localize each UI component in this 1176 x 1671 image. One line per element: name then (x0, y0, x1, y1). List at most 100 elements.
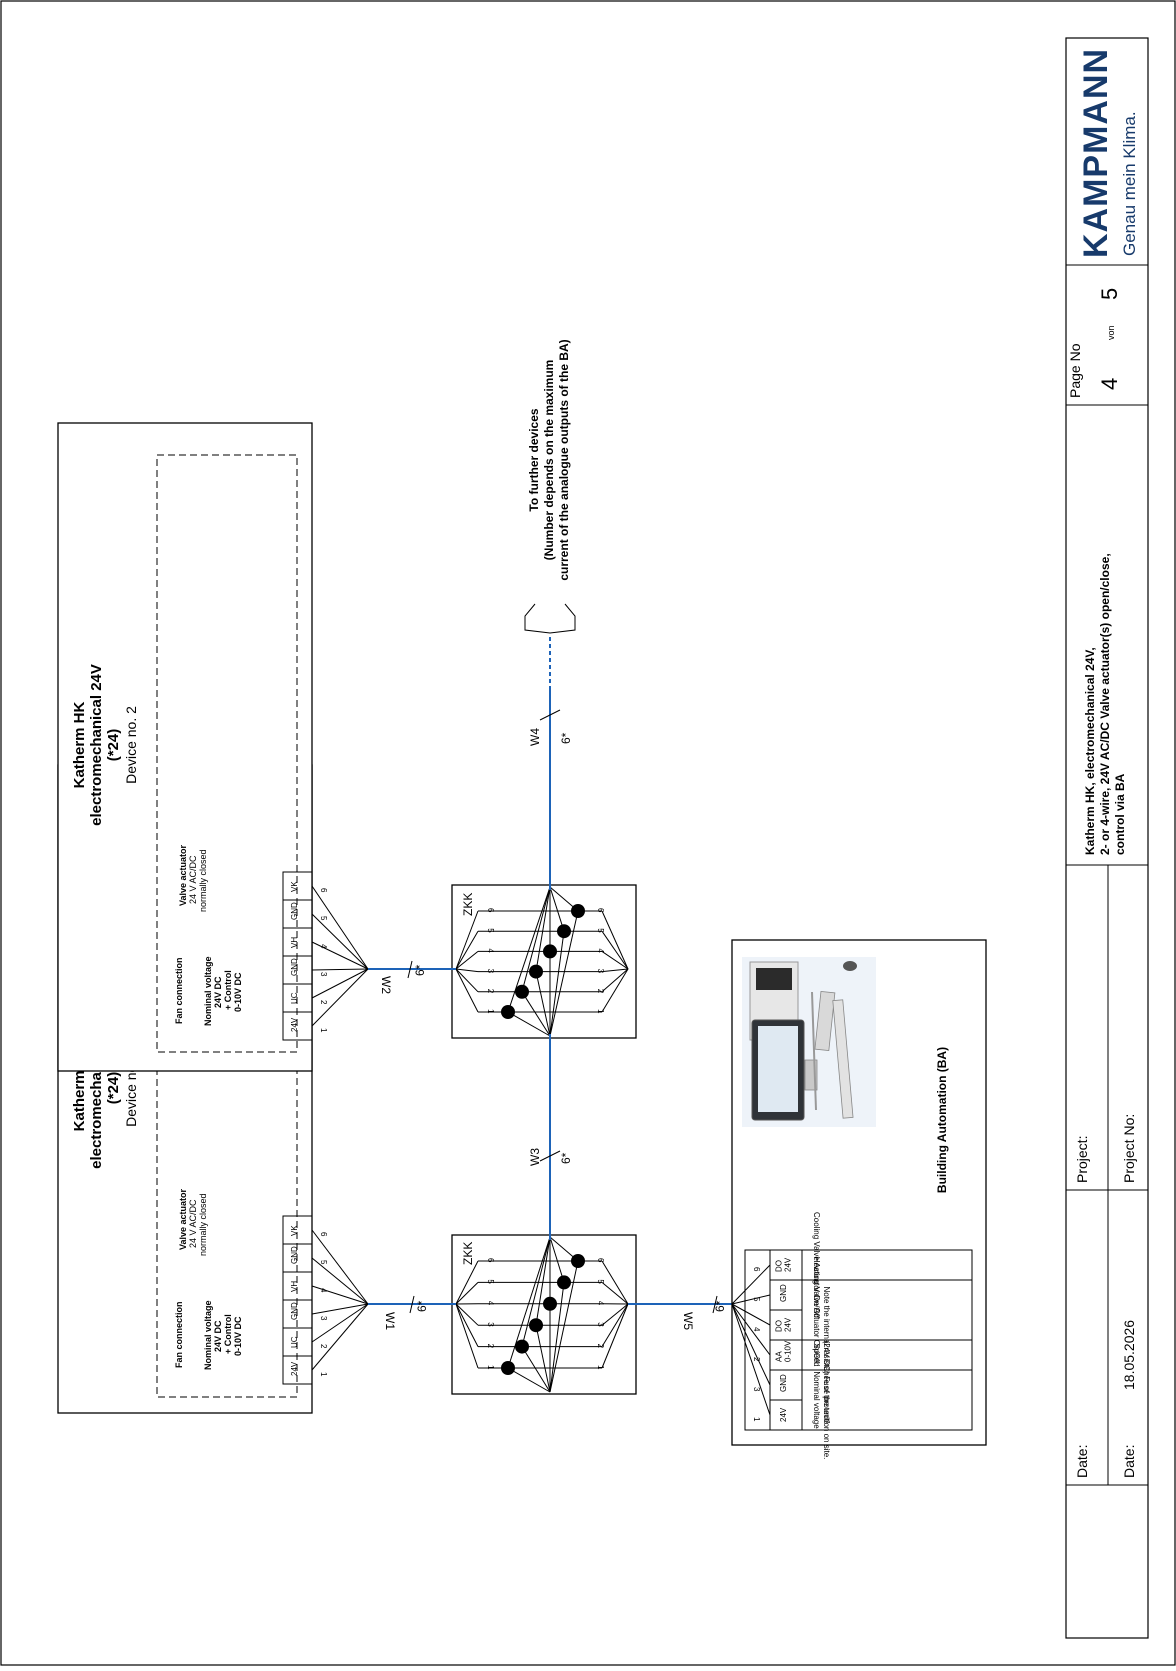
ba-terminal-label: GND (779, 1374, 788, 1392)
device-2-terminal-number: 1 (319, 1028, 328, 1033)
ba-terminal-number: 1 (752, 1417, 761, 1422)
device-2-title-2: electromechanical 24V (88, 664, 105, 826)
w5-label: W5 (681, 1312, 695, 1330)
device-2-conductor (312, 886, 368, 969)
zkk-2-label: ZKK (461, 893, 475, 916)
w4-label: W4 (528, 728, 542, 746)
device-2-conductor (312, 914, 368, 969)
zkk-2-junction-dot (515, 985, 529, 999)
further-devices-line-2: (Number depends on the maximum (542, 360, 556, 561)
zkk-2-row-number-right: 2 (596, 989, 605, 994)
device-2-conductor (312, 942, 368, 969)
zkk-1-row-number: 5 (486, 1279, 495, 1284)
device-1-conductor (312, 1286, 368, 1304)
device-2-valve-voltage: 24 V AC/DC (188, 855, 198, 904)
zkk-2-row-number-right: 5 (596, 928, 605, 933)
zkk-1-row-number-right: 5 (596, 1279, 605, 1284)
w3-cores: 6* (559, 1152, 573, 1164)
ba-terminal-label: GND (779, 1284, 788, 1302)
kampmann-logo: KAMPMANN Genau mein Klima. (1077, 48, 1139, 258)
w5-cores: 6* (713, 1300, 727, 1312)
device-2-valve-state: normally closed (198, 849, 208, 912)
further-devices: To further devices (Number depends on th… (525, 339, 575, 633)
device-2-terminal-label: GND (290, 902, 299, 920)
device-2-terminal-label: VK (290, 881, 299, 892)
device-1-fan-connection: Fan connection (174, 1301, 184, 1368)
ba-title: Building Automation (BA) (935, 1047, 949, 1193)
zkk-1-row-number-right: 4 (596, 1301, 605, 1306)
zkk-1-junction-dot (571, 1254, 585, 1268)
zkk-1-junction-dot (557, 1275, 571, 1289)
zkk-1-row-number: 4 (486, 1301, 495, 1306)
ba-terminal-label: AA (775, 1351, 784, 1362)
ba-function-line-2: Note the internal resistance of the unit… (822, 1287, 831, 1424)
page-total: 5 (1097, 288, 1122, 300)
device-1-terminal-number: 2 (319, 1344, 328, 1349)
zkk-2-row-number: 5 (486, 928, 495, 933)
zkk-2-junction-dot (501, 1005, 515, 1019)
device-1-terminal-number: 1 (319, 1372, 328, 1377)
zkk-2-row-number-right: 1 (596, 1009, 605, 1014)
ba-terminal-label: 24V (779, 1407, 788, 1422)
w2-label: W2 (379, 976, 393, 994)
further-devices-line-1: To further devices (527, 408, 541, 511)
device-2-nominal-voltage: Nominal voltage (203, 956, 213, 1026)
device-1-terminal-label: GND (290, 1302, 299, 1320)
device-2: Katherm HK electromechanical 24V (*24) D… (58, 423, 368, 1071)
ba-terminal-label: DO (775, 1320, 784, 1332)
zkk-1-label: ZKK (461, 1242, 475, 1265)
zkk-1-row-number-right: 2 (596, 1344, 605, 1349)
ba-terminal-label: DO (775, 1260, 784, 1272)
zkk-2-row-number: 1 (486, 1009, 495, 1014)
description-line-3: control via BA (1113, 773, 1127, 855)
ba-terminal-number: 4 (752, 1327, 761, 1332)
zkk-1-junction-dot (515, 1340, 529, 1354)
zkk-1-row-number-right: 1 (596, 1365, 605, 1370)
device-1-conductor (312, 1304, 368, 1370)
device-2-terminal-label: UC (290, 992, 299, 1004)
device-2-conductor (312, 969, 368, 970)
zkk-2-junction-dot (571, 904, 585, 918)
device-1-terminal-label: UC (290, 1336, 299, 1348)
device-2-name: Device no. 2 (123, 706, 139, 784)
ba-function-line-1: Cooling Valve Actuator On/Off (812, 1212, 821, 1319)
zkk-2-row-number: 3 (486, 969, 495, 974)
further-devices-bracket (525, 604, 575, 633)
device-1-terminal-label: GND (290, 1246, 299, 1264)
page-of: von (1106, 325, 1116, 340)
ba-terminal-number: 3 (752, 1387, 761, 1392)
date-label-2: Date: (1121, 1445, 1137, 1478)
project-label: Project: (1074, 1136, 1090, 1183)
zkk-2-junction-dot (543, 944, 557, 958)
device-2-valve-actuator: Valve actuator (178, 844, 188, 906)
device-2-terminal-number: 5 (319, 916, 328, 921)
device-2-terminal-label: GND (290, 958, 299, 976)
zkk-2-row-number-right: 6 (596, 908, 605, 913)
device-2-title-1: Katherm HK (71, 701, 88, 788)
desktop-computer-icon (742, 957, 876, 1127)
page-no-label: Page No (1067, 343, 1083, 398)
ba-terminal-label: 24V (784, 1317, 793, 1332)
zkk-2-row-number-right: 3 (596, 969, 605, 974)
device-1-valve-state: normally closed (198, 1193, 208, 1256)
date-label-1: Date: (1074, 1445, 1090, 1478)
zkk-1-junction-dot (501, 1361, 515, 1375)
zkk-1-row-number: 6 (486, 1258, 495, 1263)
device-1-terminal-number: 6 (319, 1232, 328, 1237)
description-line-2: 2- or 4-wire, 24V AC/DC Valve actuator(s… (1098, 553, 1112, 855)
device-1-terminal-label: VK (290, 1225, 299, 1236)
zkk-1-row-number: 2 (486, 1344, 495, 1349)
zkk-1-row-number-right: 6 (596, 1258, 605, 1263)
page-current: 4 (1097, 378, 1122, 390)
logo-text: KAMPMANN (1077, 48, 1115, 258)
device-2-control-range: 0-10V DC (233, 972, 243, 1012)
device-2-control: + Control (223, 970, 233, 1010)
device-1-terminal-label: VH (290, 1281, 299, 1292)
w3-label: W3 (528, 1148, 542, 1166)
zkk-1-junction-dot (543, 1297, 557, 1311)
